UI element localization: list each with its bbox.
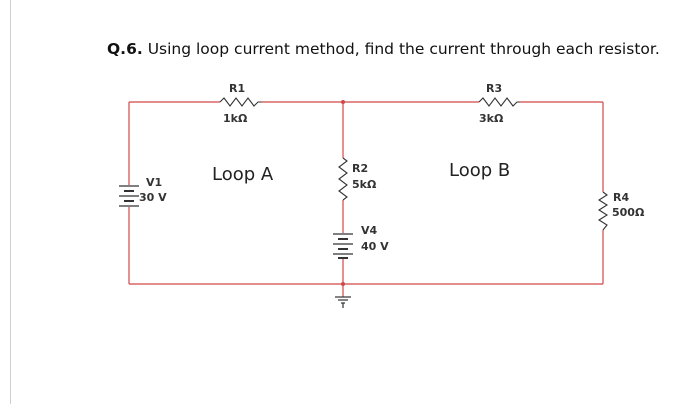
resistor-r2-icon (338, 157, 348, 201)
loop-a-label: Loop A (212, 164, 274, 185)
resistor-r3-icon (478, 97, 520, 107)
r2-name: R2 (352, 162, 368, 175)
r1-name: R1 (229, 82, 245, 95)
r2-value: 5kΩ (352, 178, 377, 191)
junction-bottom (341, 282, 345, 286)
ground-icon (335, 296, 351, 308)
r3-name: R3 (486, 82, 502, 95)
battery-v4-icon (333, 233, 353, 259)
resistor-r4-icon (597, 191, 609, 231)
r4-name: R4 (613, 191, 629, 204)
battery-v1-icon (119, 185, 139, 207)
loop-b-label: Loop B (449, 160, 510, 181)
junction-top (341, 100, 345, 104)
v4-name: V4 (361, 224, 378, 237)
v1-value: 30 V (139, 191, 167, 204)
v1-name: V1 (146, 176, 162, 189)
r3-value: 3kΩ (479, 112, 504, 125)
resistor-r1-icon (219, 97, 262, 107)
circuit-wires (128, 101, 604, 297)
page-margin-rule (10, 0, 11, 404)
r4-value: 500Ω (612, 206, 645, 219)
question-number: Q.6. (107, 40, 143, 58)
question-heading: Q.6. Using loop current method, find the… (107, 40, 660, 58)
v4-value: 40 V (361, 240, 389, 253)
question-text: Using loop current method, find the curr… (147, 40, 660, 58)
r1-value: 1kΩ (223, 112, 248, 125)
